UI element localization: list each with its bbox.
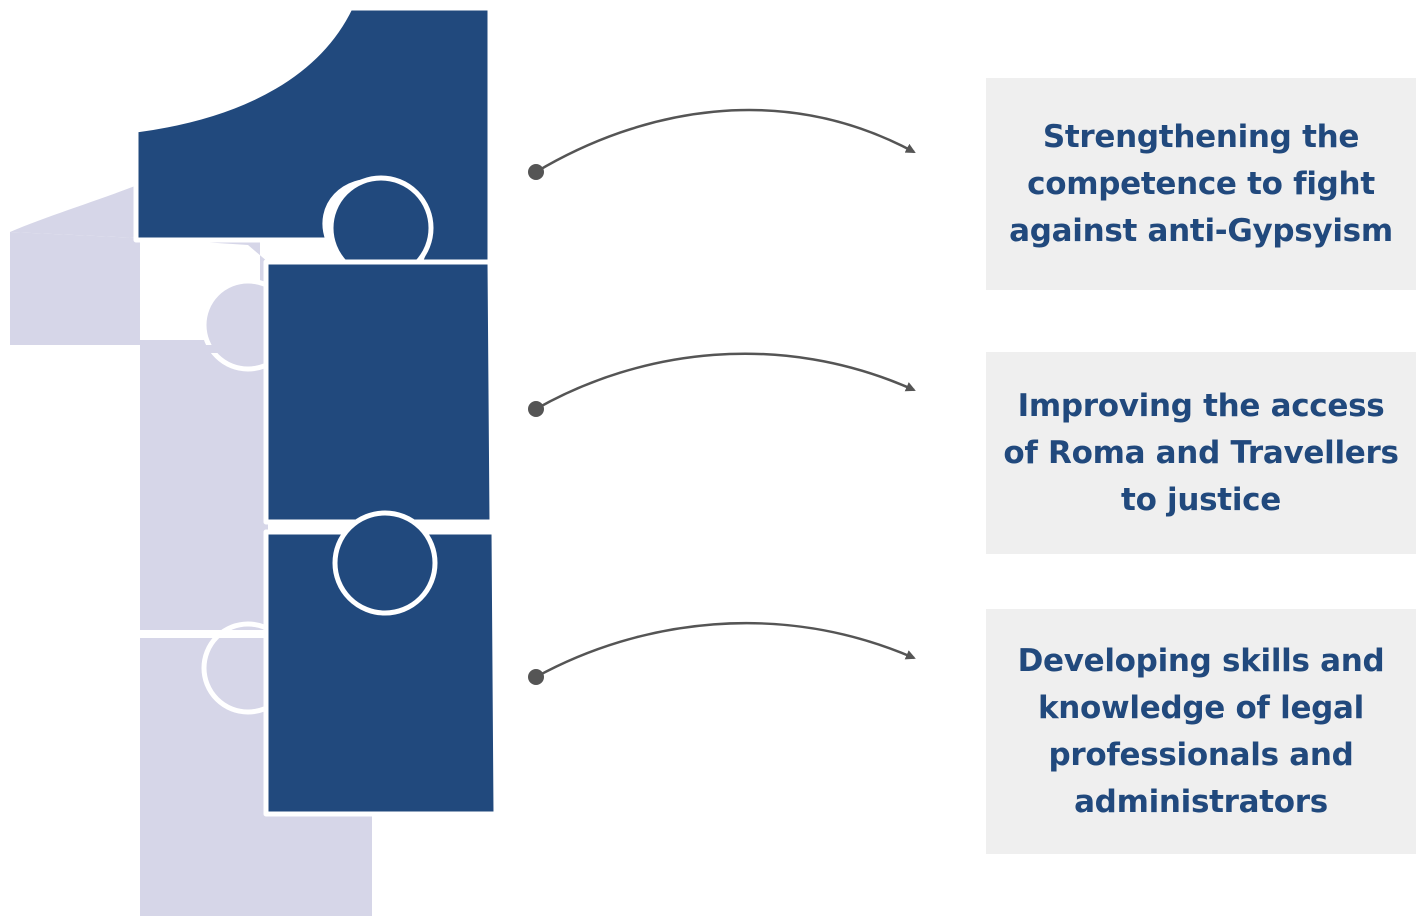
connector-arrow-icon: [535, 621, 916, 679]
goal-text: Improving the access of Roma and Travell…: [1003, 387, 1399, 518]
goal-box: Strengthening the competence to fight ag…: [986, 78, 1416, 290]
goal-box: Improving the access of Roma and Travell…: [986, 352, 1416, 554]
shadow-numeral-one-icon: [10, 184, 372, 916]
connector-arrow-icon: [535, 108, 916, 174]
connector-arrow-icon: [535, 352, 916, 411]
connector-dot: [528, 669, 544, 685]
connector-dot: [528, 401, 544, 417]
goal-text: Strengthening the competence to fight ag…: [1009, 118, 1393, 249]
goal-box: Developing skills and knowledge of legal…: [986, 609, 1416, 854]
connectors: [528, 108, 916, 685]
primary-numeral-one-icon: [133, 5, 499, 817]
goal-text: Developing skills and knowledge of legal…: [1017, 642, 1385, 820]
connector-dot: [528, 164, 544, 180]
